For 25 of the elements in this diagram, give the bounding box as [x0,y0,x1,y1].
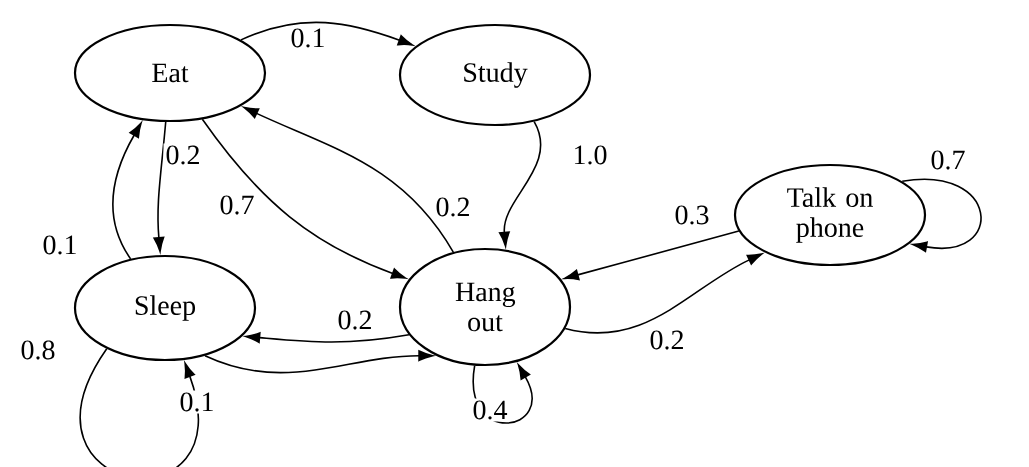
edge-label: 1.0 [570,143,610,167]
edge-label: 0.1 [177,390,217,414]
arrow [204,350,434,374]
edge-label: 0.4 [470,398,510,422]
edge-label: 0.1 [288,26,328,50]
arrow [498,120,542,247]
edge-label: 0.2 [163,143,203,167]
arrow [201,118,407,279]
arrow [240,21,414,46]
loop-arrow [79,348,199,467]
arrow [243,106,455,253]
arrow [112,122,142,260]
arrow [245,332,410,344]
edge-label: 0.7 [928,148,968,172]
arrow [564,253,763,334]
edge-label: 0.2 [433,195,473,219]
arrow [563,230,740,281]
edge-label: 0.2 [335,308,375,332]
edge-label: 0.8 [18,338,58,362]
edge-label: 0.2 [647,328,687,352]
arrow [153,121,167,253]
edge-label: 0.1 [40,233,80,257]
edge-label: 0.3 [672,203,712,227]
loop-arrow [901,178,982,253]
edge-label: 0.7 [217,193,257,217]
